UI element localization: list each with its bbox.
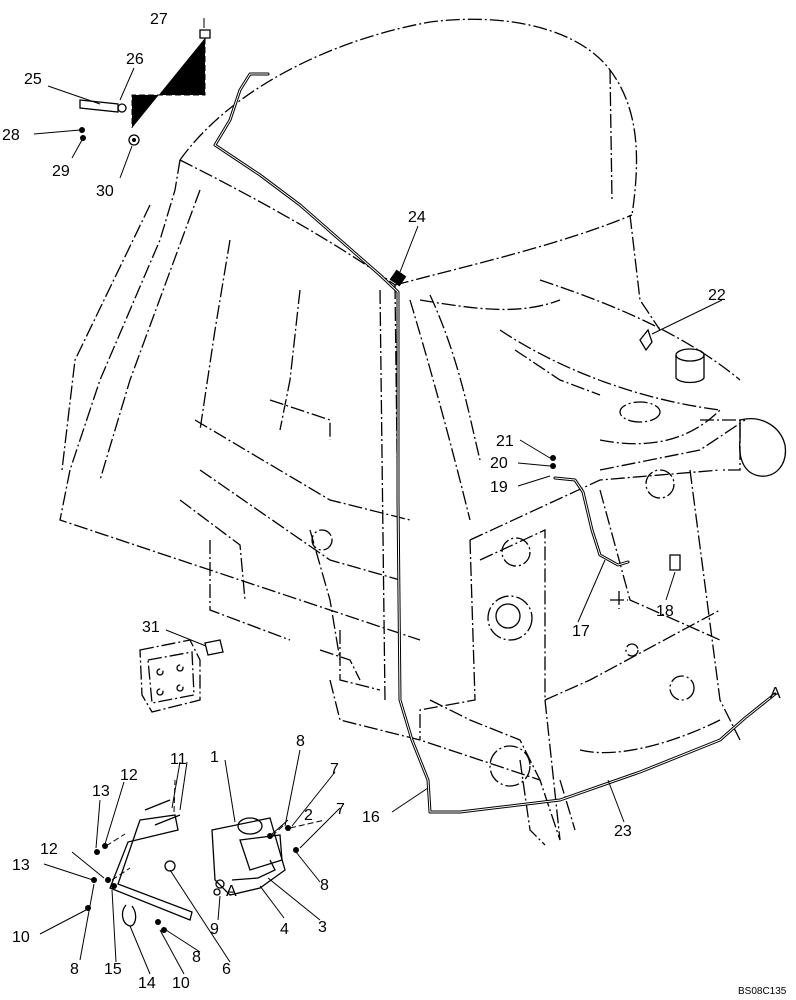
callout-22: 22 [708,287,726,304]
callout-4: 4 [280,921,289,938]
callout-7-top: 7 [330,761,339,778]
callout-31: 31 [142,619,160,636]
leader-lines [33,18,723,975]
drawing-code: BS08C135 [738,986,787,997]
callout-1: 1 [210,749,219,766]
washer-hose [213,72,777,814]
callout-15: 15 [104,961,122,978]
cab-frame [59,18,741,701]
top-hardware [79,29,681,571]
callout-10-bottom: 10 [172,975,190,992]
callout-8-right: 8 [320,877,329,894]
mounting-bracket [79,99,119,113]
callout-14: 14 [138,975,156,992]
callout-17: 17 [572,623,590,640]
callout-10-left: 10 [12,929,30,946]
callout-6: 6 [222,961,231,978]
loader-frame [269,348,787,846]
callout-13-top: 13 [92,783,110,800]
callout-8-bottom: 8 [192,949,201,966]
callout-12-left: 12 [40,841,58,858]
callout-18: 18 [656,603,674,620]
connection-a-top: A [770,685,781,702]
reservoir-tank [211,817,286,896]
callout-13-left: 13 [12,857,30,874]
callout-29: 29 [52,163,70,180]
callout-8-bottom-left: 8 [70,961,79,978]
callout-23: 23 [614,823,632,840]
connection-a-reservoir: A [226,883,237,900]
callout-28: 28 [2,127,20,144]
callout-21: 21 [496,433,514,450]
callout-16: 16 [362,809,380,826]
hose-clip [389,269,407,287]
callout-27: 27 [150,11,168,28]
callout-7-right: 7 [336,801,345,818]
callout-3: 3 [318,919,327,936]
callout-11: 11 [170,751,187,768]
control-module [139,639,224,713]
washer-reservoir [85,779,326,933]
callout-labels: 27 25 26 28 29 30 24 22 21 20 19 17 18 3… [2,11,787,997]
callout-9: 9 [210,921,219,938]
callout-12-top: 12 [120,767,138,784]
callout-30: 30 [96,183,114,200]
callout-20: 20 [490,455,508,472]
callout-2: 2 [304,807,313,824]
callout-8-top: 8 [296,733,305,750]
callout-25: 25 [24,71,42,88]
callout-24: 24 [408,209,426,226]
callout-26: 26 [126,51,144,68]
mounting-plate [109,814,193,921]
callout-19: 19 [490,479,508,496]
